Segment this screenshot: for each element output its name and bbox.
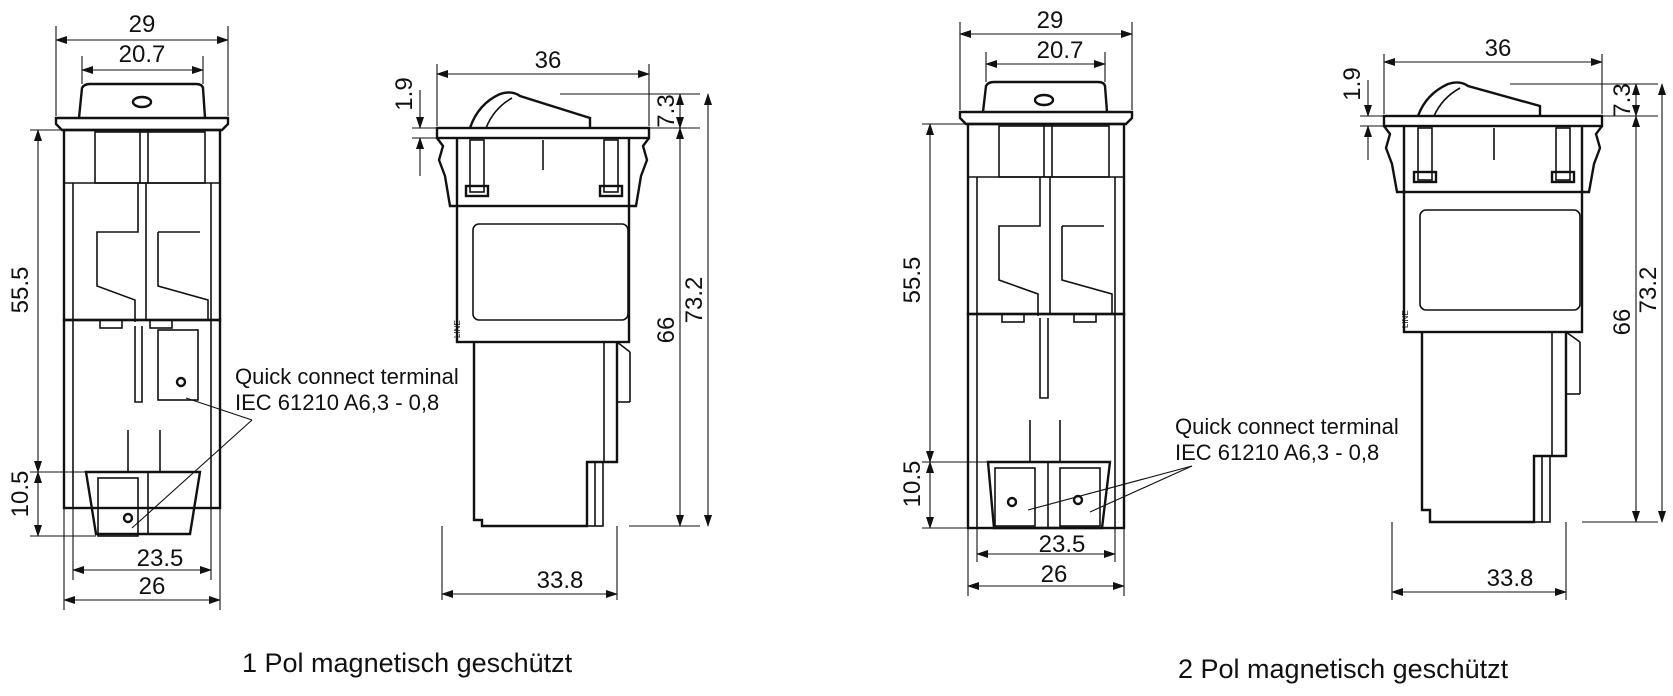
dim-terminal-height-2: 10.5 [899, 461, 926, 508]
dim-terminal-height: 10.5 [7, 471, 34, 518]
dim-bezel-offset-2: 1.9 [1339, 67, 1366, 100]
side-view-2: LINE 36 1.9 7.3 [1339, 35, 1666, 600]
rocker-cap-2 [981, 80, 1109, 113]
side-housing-2 [1402, 190, 1584, 334]
dim-rocker-height-2: 7.3 [1609, 83, 1636, 116]
dim-side-width-2: 36 [1485, 35, 1512, 62]
bezel [54, 116, 230, 132]
front-view-2: 29 20.7 55.5 10.5 23.5 26 [899, 7, 1134, 596]
dim-body-height-side-2: 66 [1609, 309, 1636, 336]
view-2-pol: 29 20.7 55.5 10.5 23.5 26 [899, 7, 1666, 684]
lower-housing [62, 318, 222, 510]
callout-1: Quick connect terminal IEC 61210 A6,3 - … [131, 364, 459, 529]
terminal-block [84, 470, 202, 536]
rocker-cap [77, 82, 207, 119]
side-label [472, 223, 629, 321]
dim-body-height: 55.5 [7, 267, 34, 314]
dim-side-width: 36 [535, 47, 562, 74]
rocker-side [468, 91, 592, 129]
side-lower-body-2 [1420, 332, 1568, 524]
dim-total-height-2: 73.2 [1635, 267, 1662, 314]
dim-terminal-span: 23.5 [137, 545, 184, 572]
front-view-1: 29 20.7 55.5 10.5 23.5 26 [7, 11, 230, 610]
terminal-left [994, 467, 1036, 527]
housing [62, 128, 222, 322]
callout-line-2-2: IEC 61210 A6,3 - 0,8 [1175, 440, 1379, 465]
terminal-lower [97, 477, 139, 537]
dim-base-depth: 33.8 [537, 567, 584, 594]
dim-body-height-2: 55.5 [899, 257, 926, 304]
callout-line-1: Quick connect terminal [235, 364, 459, 389]
svg-text:LINE: LINE [1401, 310, 1410, 328]
dim-body-height-side: 66 [653, 317, 680, 344]
side-bezel-2 [1382, 114, 1604, 128]
terminal-block-2 [986, 460, 1112, 530]
callout-line-1-2: Quick connect terminal [1175, 414, 1399, 439]
indicator-lamp [131, 95, 153, 109]
dim-rocker-height: 7.3 [653, 94, 680, 127]
dim-top-width: 29 [129, 11, 156, 38]
dim-bezel-offset: 1.9 [391, 77, 418, 110]
terminal-right [1059, 467, 1101, 527]
rocker-side-2 [1416, 81, 1542, 117]
caption-2: 2 Pol magnetisch geschützt [1178, 654, 1509, 684]
dim-rocker-width: 20.7 [119, 41, 166, 68]
side-housing [455, 204, 631, 344]
side-view-1: LINE 36 1.9 7.3 [391, 47, 712, 600]
dim-base-depth-2: 33.8 [1487, 565, 1534, 592]
dim-total-height: 73.2 [681, 277, 708, 324]
side-lower-body [472, 342, 619, 528]
callout-line-2: IEC 61210 A6,3 - 0,8 [235, 390, 439, 415]
indicator-lamp-2 [1033, 93, 1055, 107]
dim-terminal-span-2: 23.5 [1039, 531, 1086, 558]
terminal-upper [157, 329, 199, 401]
callout-2: Quick connect terminal IEC 61210 A6,3 - … [1027, 414, 1399, 513]
dim-rocker-width-2: 20.7 [1037, 37, 1084, 64]
housing-2 [966, 122, 1126, 316]
side-label-2 [1419, 209, 1581, 311]
dim-top-width-2: 29 [1037, 7, 1064, 34]
dim-base-width: 26 [139, 573, 166, 600]
bezel-2 [958, 110, 1134, 126]
view-1-pol: 29 20.7 55.5 10.5 23.5 26 [7, 11, 712, 678]
dim-base-width-2: 26 [1041, 561, 1068, 588]
side-bezel [435, 126, 651, 140]
svg-text:LINE: LINE [453, 320, 462, 338]
caption-1: 1 Pol magnetisch geschützt [242, 648, 573, 678]
